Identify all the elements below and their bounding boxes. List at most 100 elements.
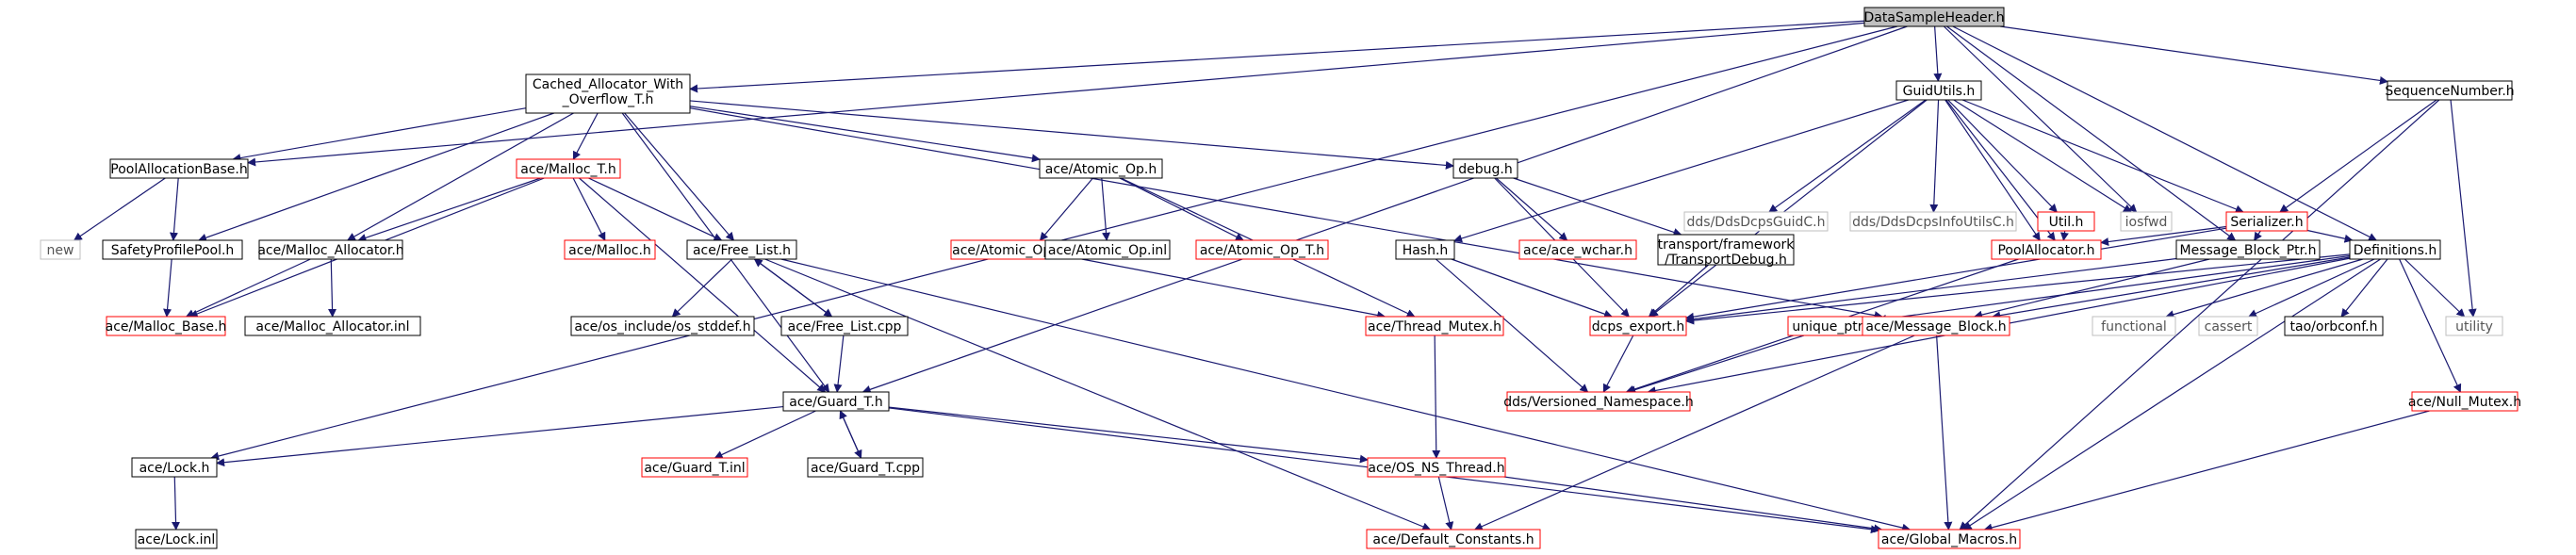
- edge-guidutils-to-serializer: [1961, 99, 2244, 214]
- edge-definitions-to-orbconf: [2340, 258, 2388, 318]
- node-atomic_t[interactable]: ace/Atomic_Op_T.h: [1195, 239, 1329, 260]
- node-label: ace/ace_wchar.h: [1523, 243, 1633, 258]
- node-label: ace/Malloc_Allocator.h: [257, 243, 403, 258]
- node-guard_t[interactable]: ace/Guard_T.h: [782, 391, 890, 412]
- node-atomic_op[interactable]: ace/Atomic_Op.h: [1039, 158, 1163, 179]
- node-msg_block[interactable]: ace/Message_Block.h: [1862, 316, 2010, 336]
- node-dcps_export[interactable]: dcps_export.h: [1589, 316, 1687, 336]
- node-malloc_h[interactable]: ace/Malloc.h: [564, 239, 656, 260]
- edge-serializer-to-definitions: [2306, 229, 2354, 243]
- edge-cached_alloc-to-malloc_allocator: [346, 112, 574, 241]
- node-label: ace/Malloc_Base.h: [106, 319, 227, 335]
- node-box: [258, 239, 403, 260]
- edge-definitions-to-unique_ptr: [1878, 254, 2351, 323]
- node-box: [2120, 211, 2173, 232]
- node-serializer[interactable]: Serializer.h: [2225, 211, 2308, 232]
- node-box: [2411, 391, 2519, 412]
- node-lock_inl[interactable]: ace/Lock.inl: [135, 529, 218, 549]
- node-null_mutex[interactable]: ace/Null_Mutex.h: [2408, 391, 2521, 412]
- edge-atomic_gcc-to-thread_mutex: [1081, 258, 1386, 319]
- node-atomic_inl[interactable]: ace/Atomic_Op.inl: [1044, 239, 1171, 260]
- node-malloc_allocator[interactable]: ace/Malloc_Allocator.h: [257, 239, 404, 260]
- node-box: [2387, 80, 2513, 101]
- node-safetypool[interactable]: SafetyProfilePool.h: [102, 239, 243, 260]
- edge-free_list_cpp-to-guard_t: [833, 335, 845, 393]
- node-dds_guidc[interactable]: dds/DdsDcpsGuidC.h: [1683, 211, 1829, 232]
- node-box: [2175, 239, 2321, 260]
- edge-hash-to-versioned_ns: [1436, 258, 1589, 393]
- edge-definitions-to-functional: [2165, 258, 2363, 319]
- node-new[interactable]: new: [40, 239, 81, 260]
- node-box: [641, 457, 748, 478]
- node-malloc_t[interactable]: ace/Malloc_T.h: [516, 158, 621, 179]
- node-label: ace/Atomic_Op_T.h: [1200, 243, 1324, 258]
- node-iosfwd[interactable]: iosfwd: [2120, 211, 2173, 232]
- node-box: [2037, 211, 2095, 232]
- node-dds_infoutils[interactable]: dds/DdsDcpsInfoUtilsC.h: [1849, 211, 2017, 232]
- node-functional[interactable]: functional: [2092, 316, 2176, 336]
- node-label: PoolAllocationBase.h: [110, 162, 247, 177]
- node-cassert[interactable]: cassert: [2198, 316, 2258, 336]
- node-label: ace/Malloc_T.h: [520, 162, 616, 177]
- edge-malloc_t-to-malloc_h: [572, 177, 606, 241]
- node-guard_inl[interactable]: ace/Guard_T.inl: [641, 457, 748, 478]
- node-cached_alloc[interactable]: Cached_Allocator_With_Overflow_T.h: [525, 73, 691, 114]
- edge-root-to-seqnum: [2000, 25, 2388, 85]
- edge-guidutils-to-iosfwd: [1953, 99, 2132, 213]
- node-lock_h[interactable]: ace/Lock.h: [131, 457, 218, 478]
- node-poolallocator[interactable]: PoolAllocator.h: [1991, 239, 2102, 260]
- edge-safetypool-to-malloc_base: [163, 258, 172, 318]
- edge-guidutils-to-poolallocator: [1944, 99, 2041, 241]
- node-label: ace/Free_List.cpp: [788, 319, 902, 335]
- edge-cached_alloc-to-msg_block: [689, 107, 1883, 320]
- node-transport_debug[interactable]: transport/framework/TransportDebug.h: [1657, 234, 1796, 268]
- node-orbconf[interactable]: tao/orbconf.h: [2284, 316, 2384, 336]
- node-label: iosfwd: [2125, 215, 2168, 230]
- node-global_macros[interactable]: ace/Global_Macros.h: [1878, 529, 2021, 549]
- node-label: transport/framework: [1658, 237, 1796, 253]
- node-label: _Overflow_T.h: [562, 92, 654, 107]
- edge-guidutils-to-dds_infoutils: [1929, 99, 1940, 213]
- node-guard_cpp[interactable]: ace/Guard_T.cpp: [807, 457, 924, 478]
- edge-malloc_t-to-free_list: [588, 177, 723, 241]
- node-seqnum[interactable]: SequenceNumber.h: [2385, 80, 2515, 101]
- node-label: PoolAllocator.h: [1997, 243, 2094, 258]
- node-thread_mutex[interactable]: ace/Thread_Mutex.h: [1365, 316, 1504, 336]
- node-label: ace/Message_Block.h: [1865, 319, 2006, 335]
- node-util[interactable]: Util.h: [2037, 211, 2095, 232]
- node-poolallocbase[interactable]: PoolAllocationBase.h: [109, 158, 249, 179]
- edge-msg_block_ptr-to-dcps_export: [1685, 257, 2177, 324]
- node-debug[interactable]: debug.h: [1452, 158, 1518, 179]
- node-box: [780, 316, 909, 336]
- node-box: [1366, 529, 1541, 549]
- edge-guidutils-to-util: [1947, 99, 2058, 213]
- node-default_constants[interactable]: ace/Default_Constants.h: [1366, 529, 1541, 549]
- edge-dcps_export-to-versioned_ns: [1602, 335, 1634, 393]
- node-box: [2284, 316, 2384, 336]
- node-box: [1506, 391, 1691, 412]
- edge-guidutils-to-hash: [1453, 99, 1909, 243]
- node-root[interactable]: DataSampleHeader.h: [1863, 7, 2005, 27]
- node-msg_block_ptr[interactable]: Message_Block_Ptr.h: [2175, 239, 2321, 260]
- node-definitions[interactable]: Definitions.h: [2349, 239, 2441, 260]
- node-label: Definitions.h: [2354, 243, 2437, 258]
- node-hash[interactable]: Hash.h: [1395, 239, 1455, 260]
- node-box: [686, 239, 797, 260]
- node-os_stddef[interactable]: ace/os_include/os_stddef.h: [570, 316, 755, 336]
- node-free_list_cpp[interactable]: ace/Free_List.cpp: [780, 316, 909, 336]
- node-malloc_alloc_inl[interactable]: ace/Malloc_Allocator.inl: [244, 316, 421, 336]
- node-box: [135, 529, 218, 549]
- node-label: ace/Malloc.h: [568, 243, 651, 258]
- edge-lock_h-to-lock_inl: [172, 476, 181, 531]
- node-os_ns_thread[interactable]: ace/OS_NS_Thread.h: [1367, 457, 1506, 478]
- node-versioned_ns[interactable]: dds/Versioned_Namespace.h: [1503, 391, 1694, 412]
- node-free_list[interactable]: ace/Free_List.h: [686, 239, 797, 260]
- node-ace_wchar[interactable]: ace/ace_wchar.h: [1518, 239, 1637, 260]
- node-utility[interactable]: utility: [2445, 316, 2503, 336]
- node-guidutils[interactable]: GuidUtils.h: [1895, 80, 1982, 101]
- node-label: ace/Null_Mutex.h: [2408, 395, 2521, 410]
- edge-free_list-to-os_stddef: [671, 258, 733, 318]
- node-malloc_base[interactable]: ace/Malloc_Base.h: [106, 316, 227, 336]
- node-label: ace/Guard_T.cpp: [811, 461, 920, 476]
- edge-debug-to-ace_wchar: [1495, 177, 1568, 241]
